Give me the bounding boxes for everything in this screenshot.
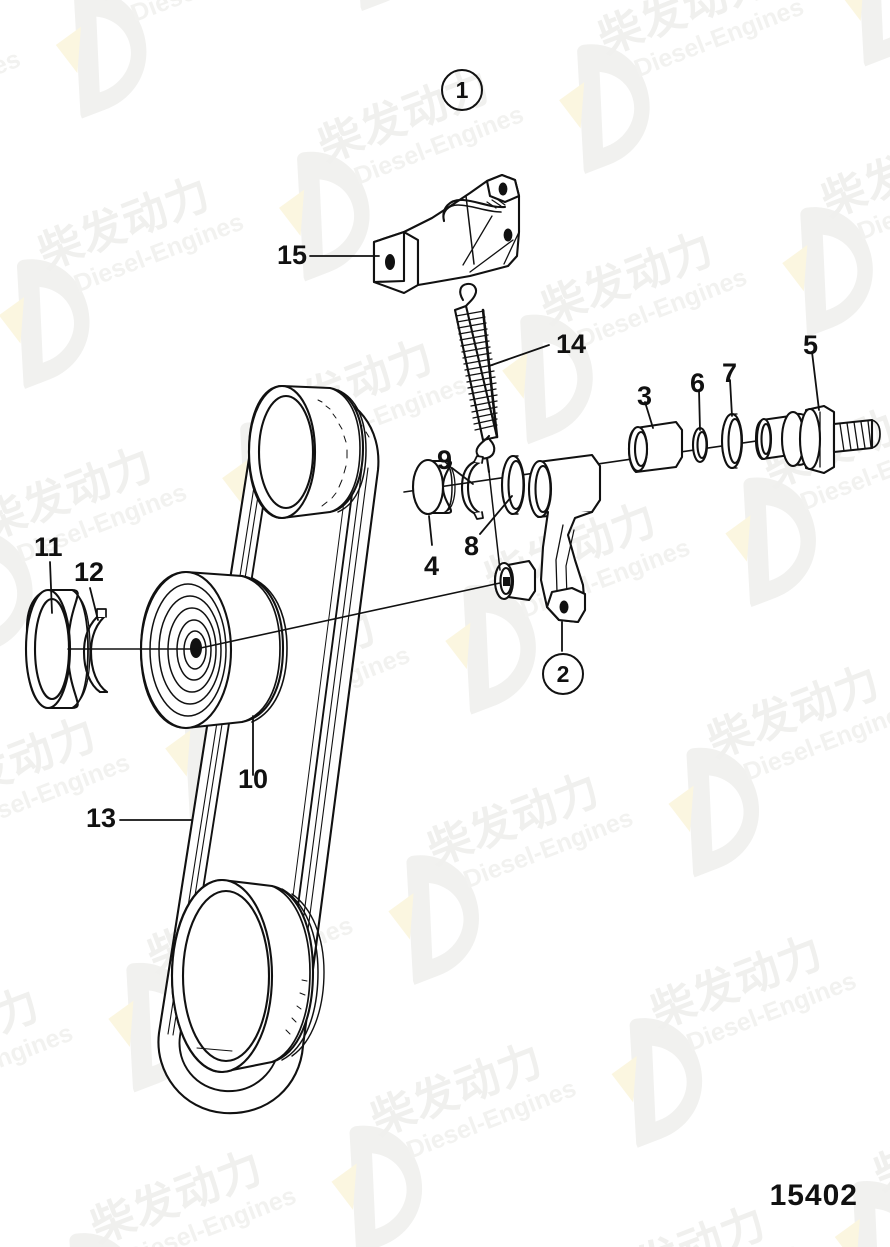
- part-hex-flange-bolt: [754, 404, 881, 475]
- part-label-5: 5: [803, 330, 819, 360]
- part-spacer-sleeve: [627, 420, 684, 474]
- part-label-7: 7: [722, 358, 738, 388]
- part-label-3: 3: [637, 381, 653, 411]
- part-label-6: 6: [690, 368, 706, 398]
- upper-pulley: [247, 384, 367, 520]
- part-label-14: 14: [556, 329, 587, 359]
- callout-2: 2: [542, 653, 584, 695]
- part-label-8: 8: [464, 531, 480, 561]
- part-label-13: 13: [86, 803, 117, 833]
- part-label-12: 12: [74, 557, 105, 587]
- part-tensioner-arm: [493, 453, 602, 624]
- part-tension-spring: [453, 282, 499, 474]
- part-label-4: 4: [424, 551, 440, 581]
- part-label-10: 10: [238, 764, 269, 794]
- part-spring-bracket: [372, 173, 521, 295]
- part-circlip-retaining-ring: [460, 455, 484, 520]
- part-label-15: 15: [277, 240, 308, 270]
- drawing-number: 15402: [769, 1179, 858, 1212]
- part-large-washer: [720, 412, 744, 470]
- part-small-washer: [691, 426, 709, 464]
- part-label-9: 9: [437, 445, 453, 475]
- part-cover-cap: [411, 458, 456, 516]
- callout-1: 1: [441, 69, 483, 111]
- part-label-11: 11: [34, 532, 63, 562]
- part-tensioner-pulley: [67, 570, 501, 730]
